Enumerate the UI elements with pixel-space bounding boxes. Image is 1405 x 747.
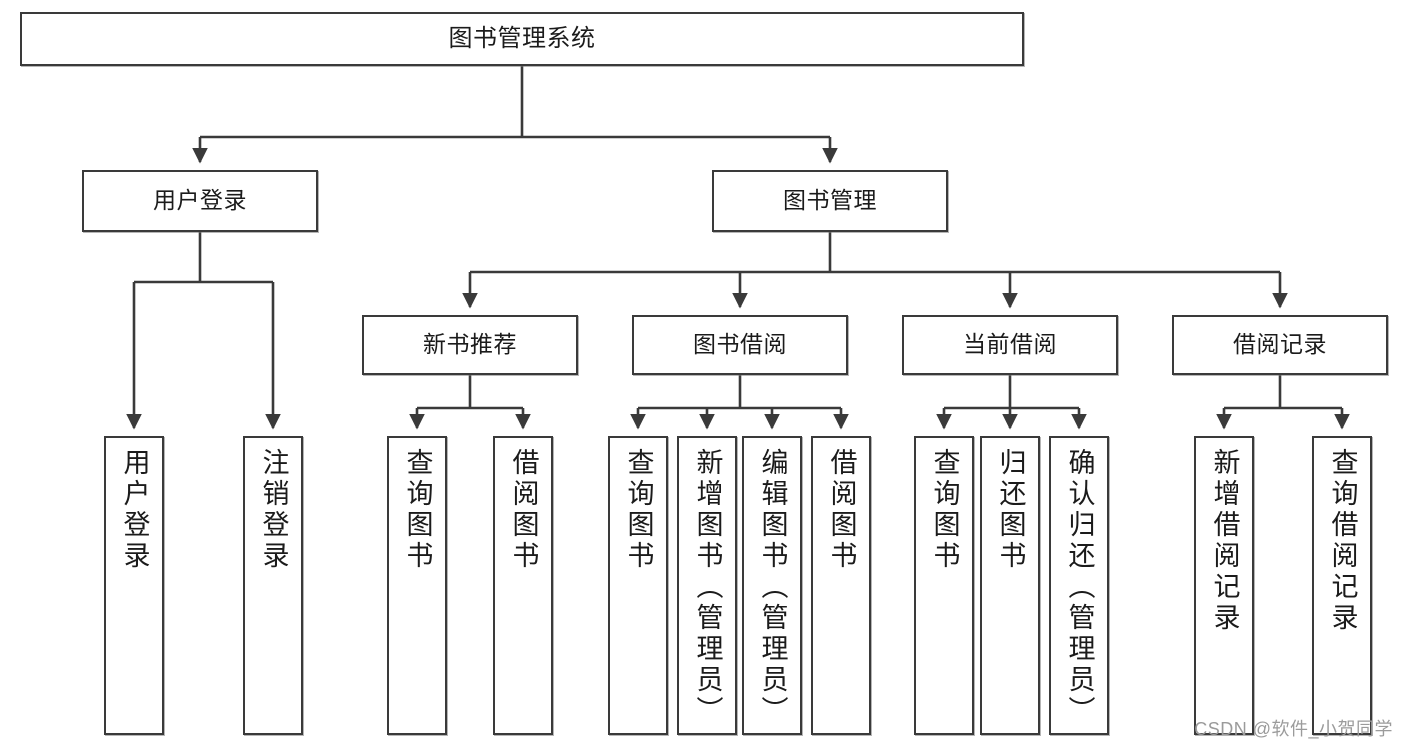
node-label: 查询借阅记录 <box>1327 448 1358 634</box>
node-label: 新书推荐 <box>423 331 517 358</box>
leaf-query-borrow-record[interactable]: 查询借阅记录 <box>1312 436 1372 735</box>
leaf-user-login[interactable]: 用户登录 <box>104 436 164 735</box>
node-label: 借阅图书 <box>826 448 857 572</box>
leaf-query-book-1[interactable]: 查询图书 <box>387 436 447 735</box>
node-label: 用户登录 <box>119 448 150 572</box>
leaf-borrow-book-1[interactable]: 借阅图书 <box>493 436 553 735</box>
leaf-add-book[interactable]: 新增图书（管理员） <box>677 436 737 735</box>
node-label: 归还图书 <box>995 448 1026 572</box>
node-label: 借阅记录 <box>1233 331 1327 358</box>
node-label: 确认归还（管理员） <box>1064 448 1095 727</box>
node-label: 图书管理系统 <box>448 24 596 52</box>
node-label: 编辑图书（管理员） <box>757 448 788 727</box>
leaf-edit-book[interactable]: 编辑图书（管理员） <box>742 436 802 735</box>
node-label: 图书管理 <box>783 187 877 214</box>
node-user-login[interactable]: 用户登录 <box>82 170 318 232</box>
node-label: 查询图书 <box>929 448 960 572</box>
leaf-return-book[interactable]: 归还图书 <box>980 436 1040 735</box>
node-label: 当前借阅 <box>963 331 1057 358</box>
leaf-borrow-book-2[interactable]: 借阅图书 <box>811 436 871 735</box>
leaf-add-borrow-record[interactable]: 新增借阅记录 <box>1194 436 1254 735</box>
node-borrow-record[interactable]: 借阅记录 <box>1172 315 1388 375</box>
node-label: 新增图书（管理员） <box>692 448 723 727</box>
leaf-query-book-2[interactable]: 查询图书 <box>608 436 668 735</box>
node-label: 查询图书 <box>623 448 654 572</box>
leaf-logout[interactable]: 注销登录 <box>243 436 303 735</box>
node-label: 查询图书 <box>402 448 433 572</box>
leaf-confirm-return[interactable]: 确认归还（管理员） <box>1049 436 1109 735</box>
node-label: 借阅图书 <box>508 448 539 572</box>
node-label: 新增借阅记录 <box>1209 448 1240 634</box>
node-label: 图书借阅 <box>693 331 787 358</box>
node-new-book-recommend[interactable]: 新书推荐 <box>362 315 578 375</box>
node-book-borrow[interactable]: 图书借阅 <box>632 315 848 375</box>
node-current-borrow[interactable]: 当前借阅 <box>902 315 1118 375</box>
node-label: 用户登录 <box>153 187 247 214</box>
node-book-manage[interactable]: 图书管理 <box>712 170 948 232</box>
node-label: 注销登录 <box>258 448 289 572</box>
leaf-query-book-3[interactable]: 查询图书 <box>914 436 974 735</box>
node-root-system[interactable]: 图书管理系统 <box>20 12 1024 66</box>
